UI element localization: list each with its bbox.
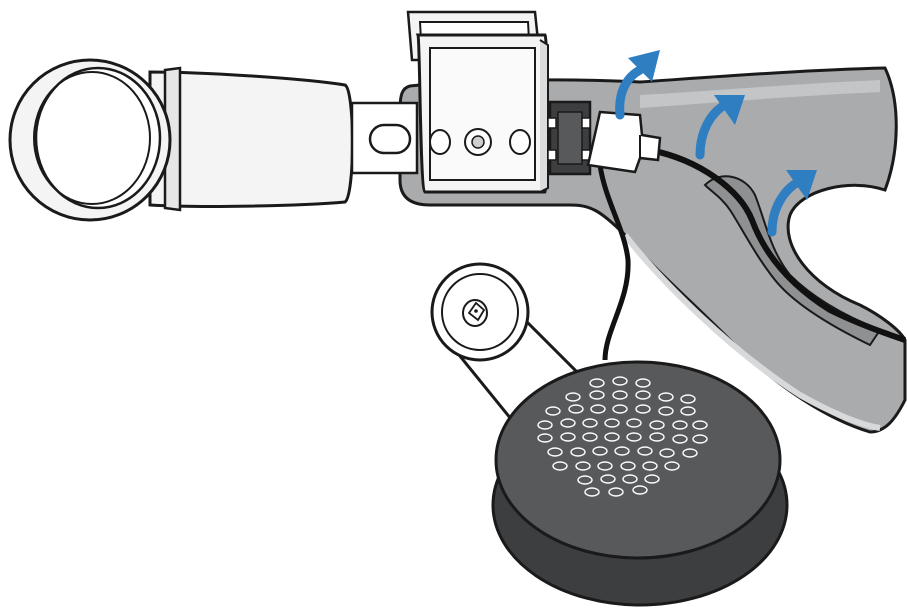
speaker-hole bbox=[593, 447, 607, 455]
speaker-hole bbox=[627, 419, 641, 427]
speaker-hole bbox=[538, 421, 552, 429]
speaker-hole bbox=[590, 391, 604, 399]
speaker-hole bbox=[638, 447, 652, 455]
speaker-hole bbox=[645, 475, 659, 483]
speaker-hole bbox=[546, 407, 560, 415]
camera-module-icon bbox=[10, 60, 417, 220]
speaker-hole bbox=[605, 433, 619, 441]
strap-socket bbox=[548, 102, 590, 174]
speaker-hole bbox=[553, 462, 567, 470]
speaker-hole bbox=[538, 434, 552, 442]
mounting-clip-icon bbox=[408, 12, 548, 192]
speaker-hole bbox=[693, 421, 707, 429]
speaker-hole bbox=[615, 447, 629, 455]
speaker-hole bbox=[583, 419, 597, 427]
speaker-hole bbox=[650, 433, 664, 441]
speaker-hole bbox=[636, 379, 650, 387]
speaker-hole bbox=[633, 486, 647, 494]
speaker-hole bbox=[601, 475, 615, 483]
speaker-hole bbox=[650, 421, 664, 429]
speaker-hole bbox=[561, 433, 575, 441]
speaker-hole bbox=[681, 395, 695, 403]
speaker-hole bbox=[643, 462, 657, 470]
speaker-hole bbox=[636, 405, 650, 413]
speaker-hole bbox=[576, 462, 590, 470]
speaker-hole bbox=[578, 476, 592, 484]
speaker-pod-icon bbox=[493, 362, 787, 605]
speaker-hole bbox=[613, 377, 627, 385]
speaker-hole bbox=[621, 462, 635, 470]
speaker-hole bbox=[561, 419, 575, 427]
speaker-hole bbox=[665, 462, 679, 470]
speaker-hole bbox=[683, 449, 697, 457]
speaker-hole bbox=[659, 393, 673, 401]
speaker-hole bbox=[548, 448, 562, 456]
speaker-hole bbox=[673, 435, 687, 443]
speaker-hole bbox=[566, 393, 580, 401]
speaker-hole bbox=[693, 435, 707, 443]
speaker-hole bbox=[623, 475, 637, 483]
speaker-hole bbox=[681, 407, 695, 415]
speaker-hole bbox=[605, 419, 619, 427]
speaker-hole bbox=[613, 391, 627, 399]
speaker-hole bbox=[627, 433, 641, 441]
speaker-hole bbox=[571, 448, 585, 456]
speaker-hole bbox=[609, 488, 623, 496]
speaker-hole bbox=[636, 391, 650, 399]
speaker-hole bbox=[613, 405, 627, 413]
speaker-hole bbox=[583, 433, 597, 441]
speaker-hole bbox=[660, 449, 674, 457]
speaker-hole bbox=[569, 405, 583, 413]
speaker-hole bbox=[591, 405, 605, 413]
speaker-hole bbox=[598, 462, 612, 470]
speaker-hole bbox=[585, 488, 599, 496]
speaker-hole bbox=[659, 407, 673, 415]
speaker-hole bbox=[590, 379, 604, 387]
speaker-hole bbox=[673, 421, 687, 429]
